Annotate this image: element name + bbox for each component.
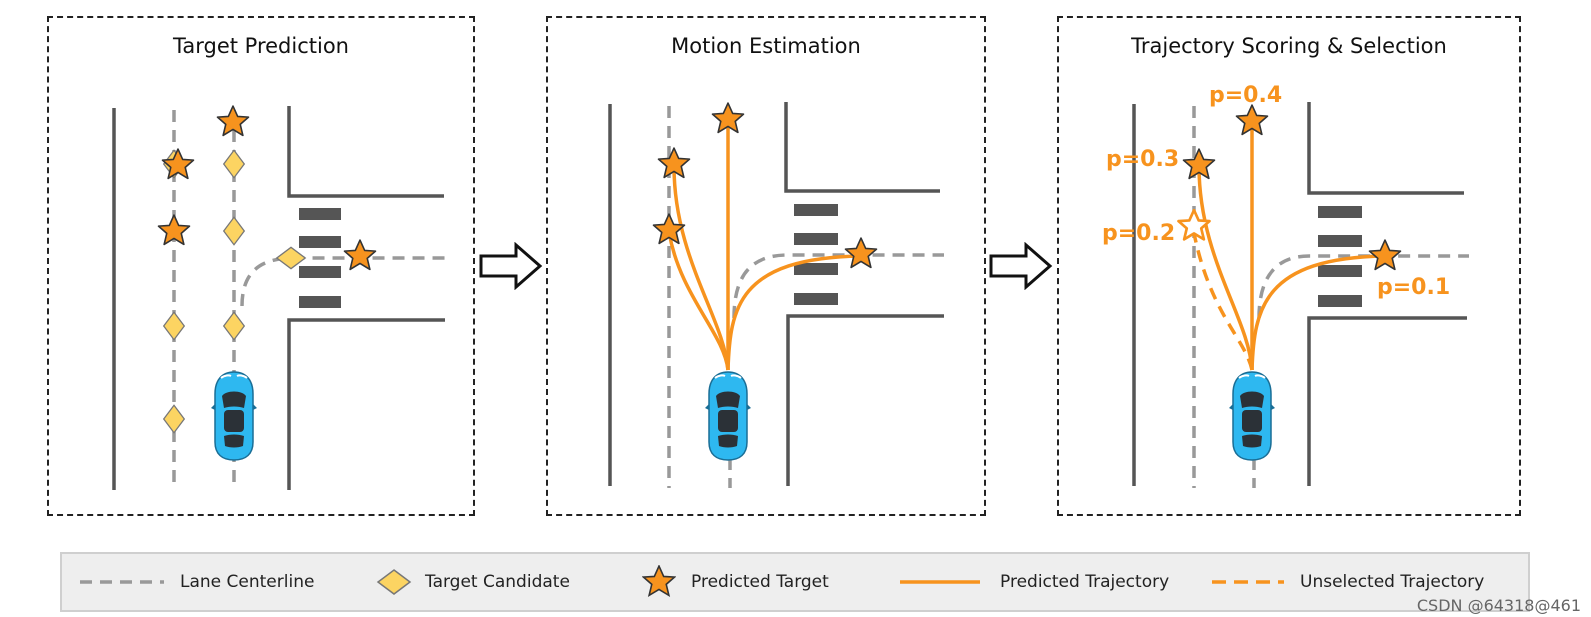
predicted-target-star (844, 237, 878, 269)
car (705, 371, 751, 461)
crosswalk (1318, 206, 1362, 307)
predicted-trajectory (1250, 254, 1386, 371)
predicted-trajectory-swatch (900, 580, 980, 584)
legend-label: Unselected Trajectory (1300, 572, 1485, 592)
predicted-target-star (1368, 239, 1402, 271)
road-edge (1307, 316, 1467, 486)
panel-title: Motion Estimation (671, 34, 861, 58)
legend-predicted-target: Predicted Target (642, 554, 829, 610)
legend-predicted-trajectory: Predicted Trajectory (898, 554, 1169, 610)
arrow-right-icon (479, 242, 543, 290)
probability-label: p=0.4 (1209, 83, 1282, 108)
predicted-trajectory (667, 231, 730, 371)
predicted-trajectory (726, 254, 862, 371)
legend-unselected-trajectory: Unselected Trajectory (1210, 554, 1484, 610)
target-candidate-diamond (163, 404, 185, 434)
road-edge (786, 314, 944, 486)
legend: Lane Centerline Target Candidate Predict… (60, 552, 1530, 612)
road-edge (784, 102, 940, 193)
probability-label: p=0.2 (1102, 221, 1175, 246)
diamond-icon (376, 569, 412, 595)
car (211, 371, 257, 461)
target-candidate-diamond (223, 216, 245, 246)
target-prediction-scene (112, 105, 449, 490)
star-icon (642, 565, 676, 598)
lane-centerline (240, 256, 449, 307)
predicted-trajectory (1197, 165, 1254, 371)
arrow-right-icon (989, 242, 1053, 290)
legend-label: Target Candidate (425, 572, 570, 592)
crosswalk (794, 204, 838, 305)
motion-estimation-scene (608, 102, 944, 488)
panel-title: Trajectory Scoring & Selection (1131, 34, 1447, 58)
legend-label: Predicted Target (691, 572, 829, 592)
probability-label: p=0.3 (1106, 147, 1179, 172)
car (1229, 371, 1275, 461)
probability-label: p=0.1 (1377, 275, 1450, 300)
unselected-trajectory-swatch (1212, 580, 1284, 584)
predicted-trajectory (672, 165, 730, 371)
legend-label: Lane Centerline (180, 572, 315, 592)
legend-lane-centerline: Lane Centerline (78, 554, 314, 610)
target-candidate-diamond (223, 149, 245, 179)
crosswalk (299, 208, 341, 308)
legend-label: Predicted Trajectory (1000, 572, 1170, 592)
target-candidate-diamond (275, 246, 307, 270)
lane-centerline-swatch (80, 580, 164, 584)
road-edge (1307, 102, 1464, 195)
lane-centerline (732, 253, 944, 319)
target-candidate-diamond (163, 311, 185, 341)
road-edge (287, 318, 445, 490)
lane-centerline (1257, 254, 1469, 319)
predicted-target-star (161, 148, 195, 180)
predicted-target-star (343, 239, 377, 271)
motion-estimation-panel: Motion Estimation (546, 16, 986, 516)
watermark: CSDN @64318@461 (1416, 596, 1581, 615)
target-candidate-diamond (223, 311, 245, 341)
unselected-trajectory (1191, 227, 1254, 371)
road-edge (287, 106, 444, 198)
legend-target-candidate: Target Candidate (376, 554, 570, 610)
trajectory-scoring-scene: p=0.4 p=0.3 p=0.2 p=0.1 (1102, 83, 1469, 488)
trajectory-scoring-panel: Trajectory Scoring & Selection (1057, 16, 1521, 516)
target-prediction-panel: Target Prediction (47, 16, 475, 516)
panel-title: Target Prediction (173, 34, 349, 58)
